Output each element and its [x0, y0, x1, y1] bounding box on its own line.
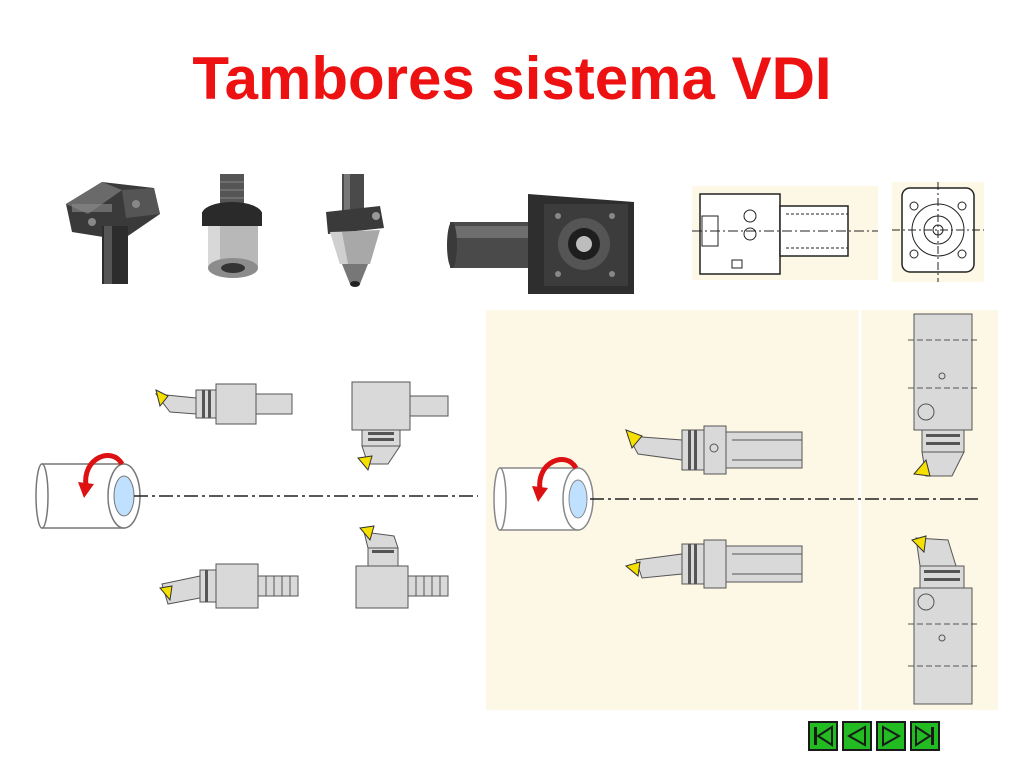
axial-boring-holder: [159, 563, 299, 609]
insert-icon: [359, 525, 375, 542]
photo-vdi-face-block: [447, 194, 634, 294]
rotation-arrow-icon: [537, 457, 579, 491]
drum-right: [493, 457, 594, 531]
radial-driven-holder: [908, 313, 978, 477]
radial-turning-holder: [351, 381, 449, 472]
insert-icon: [625, 429, 643, 450]
next-slide-button[interactable]: [876, 721, 906, 751]
turret-diagram-right: [493, 310, 978, 710]
last-slide-icon: [915, 725, 934, 747]
turret-diagram-left: [35, 381, 478, 609]
drum-left: [35, 453, 141, 529]
radial-driven-boring-holder: [908, 535, 978, 705]
axial-driven-boring-holder: [624, 539, 803, 589]
first-slide-button[interactable]: [808, 721, 838, 751]
photo-collet-chuck-holder: [202, 174, 262, 278]
rotation-arrow-icon: [83, 453, 125, 487]
previous-slide-icon: [846, 725, 866, 747]
axial-driven-holder: [625, 425, 803, 475]
next-slide-icon: [882, 725, 902, 747]
insert-icon: [913, 458, 931, 477]
insert-icon: [155, 389, 169, 408]
insert-icon: [159, 585, 173, 602]
insert-icon: [624, 561, 641, 577]
slide-title: Tambores sistema VDI: [192, 45, 832, 112]
previous-slide-button[interactable]: [842, 721, 872, 751]
radial-boring-holder: [355, 525, 449, 609]
drawing-holder-front-view: [892, 182, 984, 282]
photo-tapered-holder: [326, 174, 384, 287]
insert-icon: [357, 455, 373, 472]
first-slide-icon: [814, 725, 833, 747]
last-slide-button[interactable]: [910, 721, 940, 751]
axial-turning-holder: [154, 383, 293, 425]
drawing-holder-side-view: [692, 186, 878, 280]
insert-icon: [911, 535, 927, 554]
photo-square-tool-holder: [66, 182, 160, 284]
